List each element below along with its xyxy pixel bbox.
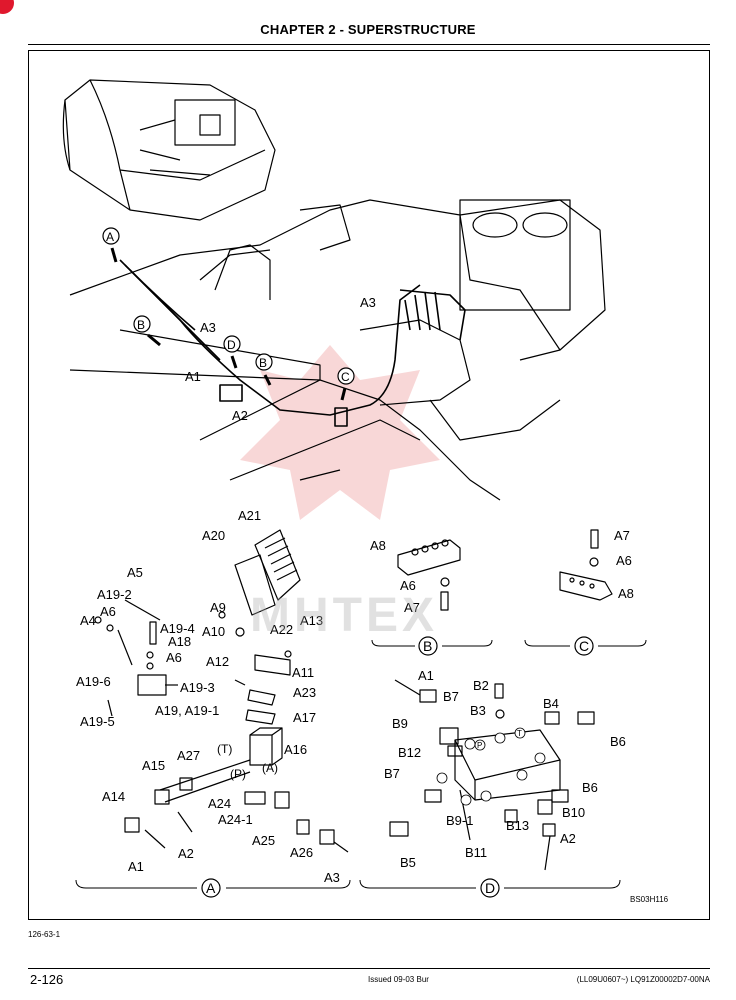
callout-b-main-1: B [137, 318, 145, 332]
label-a6-upper: A6 [100, 604, 116, 619]
label-a19-2: A19-2 [97, 587, 132, 602]
section-b-parts [397, 539, 461, 611]
label-a2: A2 [178, 846, 194, 861]
label-a19-4: A19-4 [160, 621, 195, 636]
reference-code: 126-63-1 [28, 930, 61, 939]
label-a19-3: A19-3 [180, 680, 215, 695]
label-b-a8: A8 [370, 538, 386, 553]
label-d-a2: A2 [560, 831, 576, 846]
label-b2: B2 [473, 678, 489, 693]
label-a11: A11 [292, 665, 314, 680]
label-port-p: (P) [230, 767, 246, 781]
label-a14: A14 [102, 789, 125, 804]
callout-d-main: D [227, 338, 236, 352]
label-b6-upper: B6 [610, 734, 626, 749]
label-main-a3-left: A3 [200, 320, 216, 335]
page-number: 2-126 [30, 972, 64, 987]
label-b10: B10 [562, 805, 585, 820]
corner-badge-icon [0, 0, 14, 14]
callout-circles [102, 227, 594, 898]
label-a24-1: A24-1 [218, 812, 253, 827]
document-code: (LL09U0607~) LQ91Z00002D7-00NA [576, 975, 710, 984]
figure-reference: BS03H116 [630, 895, 669, 904]
label-a10: A10 [202, 624, 225, 639]
label-a23: A23 [293, 685, 316, 700]
label-a19-6: A19-6 [76, 674, 111, 689]
label-a18: A18 [168, 634, 191, 649]
label-b6-lower: B6 [582, 780, 598, 795]
label-a17: A17 [293, 710, 316, 725]
label-a22: A22 [270, 622, 293, 637]
port-markers [436, 727, 546, 806]
label-a21: A21 [238, 508, 261, 523]
footer-divider [28, 968, 710, 969]
section-label-c: C [579, 638, 589, 654]
label-main-a2: A2 [232, 408, 248, 423]
label-b9-1: B9-1 [446, 813, 473, 828]
label-a27: A27 [177, 748, 200, 763]
label-b7-lower: B7 [384, 766, 400, 781]
label-a5: A5 [127, 565, 143, 580]
label-b3: B3 [470, 703, 486, 718]
label-a25: A25 [252, 833, 275, 848]
label-a16: A16 [284, 742, 307, 757]
label-a3: A3 [324, 870, 340, 885]
figure-frame [28, 50, 710, 920]
label-b4: B4 [543, 696, 559, 711]
watermark-text: MHTEX [250, 589, 438, 642]
label-a13: A13 [300, 613, 323, 628]
header-divider [28, 44, 710, 45]
label-b9: B9 [392, 716, 408, 731]
section-brackets [75, 639, 647, 889]
label-a9: A9 [210, 600, 226, 615]
label-port-t: (T) [217, 742, 232, 756]
label-c-a6: A6 [616, 553, 632, 568]
callout-c-main: C [341, 370, 350, 384]
section-label-d: D [485, 880, 495, 896]
callout-b-main-2: B [259, 356, 267, 370]
port-letter-t: T [517, 729, 522, 738]
label-b-a6: A6 [400, 578, 416, 593]
label-b13: B13 [506, 818, 529, 833]
label-a4: A4 [80, 613, 96, 628]
label-a1: A1 [128, 859, 144, 874]
label-main-a1: A1 [185, 369, 201, 384]
label-b7-upper: B7 [443, 689, 459, 704]
section-a-parts [94, 529, 349, 853]
label-a15: A15 [142, 758, 165, 773]
cab-illustration [62, 79, 276, 221]
label-c-a8: A8 [618, 586, 634, 601]
issued-date: Issued 09-03 Bur [368, 975, 429, 984]
label-b12: B12 [398, 745, 421, 760]
wiring-harness [119, 259, 466, 427]
callout-arrows [110, 247, 347, 401]
label-b11: B11 [465, 845, 487, 860]
label-c-a7: A7 [614, 528, 630, 543]
section-label-b: B [423, 638, 432, 654]
label-a24: A24 [208, 796, 231, 811]
section-d-parts [389, 679, 595, 871]
superstructure-frame [69, 199, 606, 501]
section-label-a: A [206, 880, 216, 896]
label-b5: B5 [400, 855, 416, 870]
label-main-a3-right: A3 [360, 295, 376, 310]
section-c-parts [559, 529, 613, 601]
label-b-a7: A7 [404, 600, 420, 615]
watermark-logo [240, 345, 440, 520]
label-a26: A26 [290, 845, 313, 860]
label-d-a1: A1 [418, 668, 434, 683]
label-port-a: (A) [262, 761, 278, 775]
callout-a-main: A [106, 230, 114, 244]
port-letter-p: P [477, 741, 482, 750]
label-a19-5: A19-5 [80, 714, 115, 729]
label-a20: A20 [202, 528, 225, 543]
label-a19-a19-1: A19, A19-1 [155, 703, 219, 718]
label-a6-lower: A6 [166, 650, 182, 665]
page-title: CHAPTER 2 - SUPERSTRUCTURE [260, 22, 476, 37]
label-a12: A12 [206, 654, 229, 669]
